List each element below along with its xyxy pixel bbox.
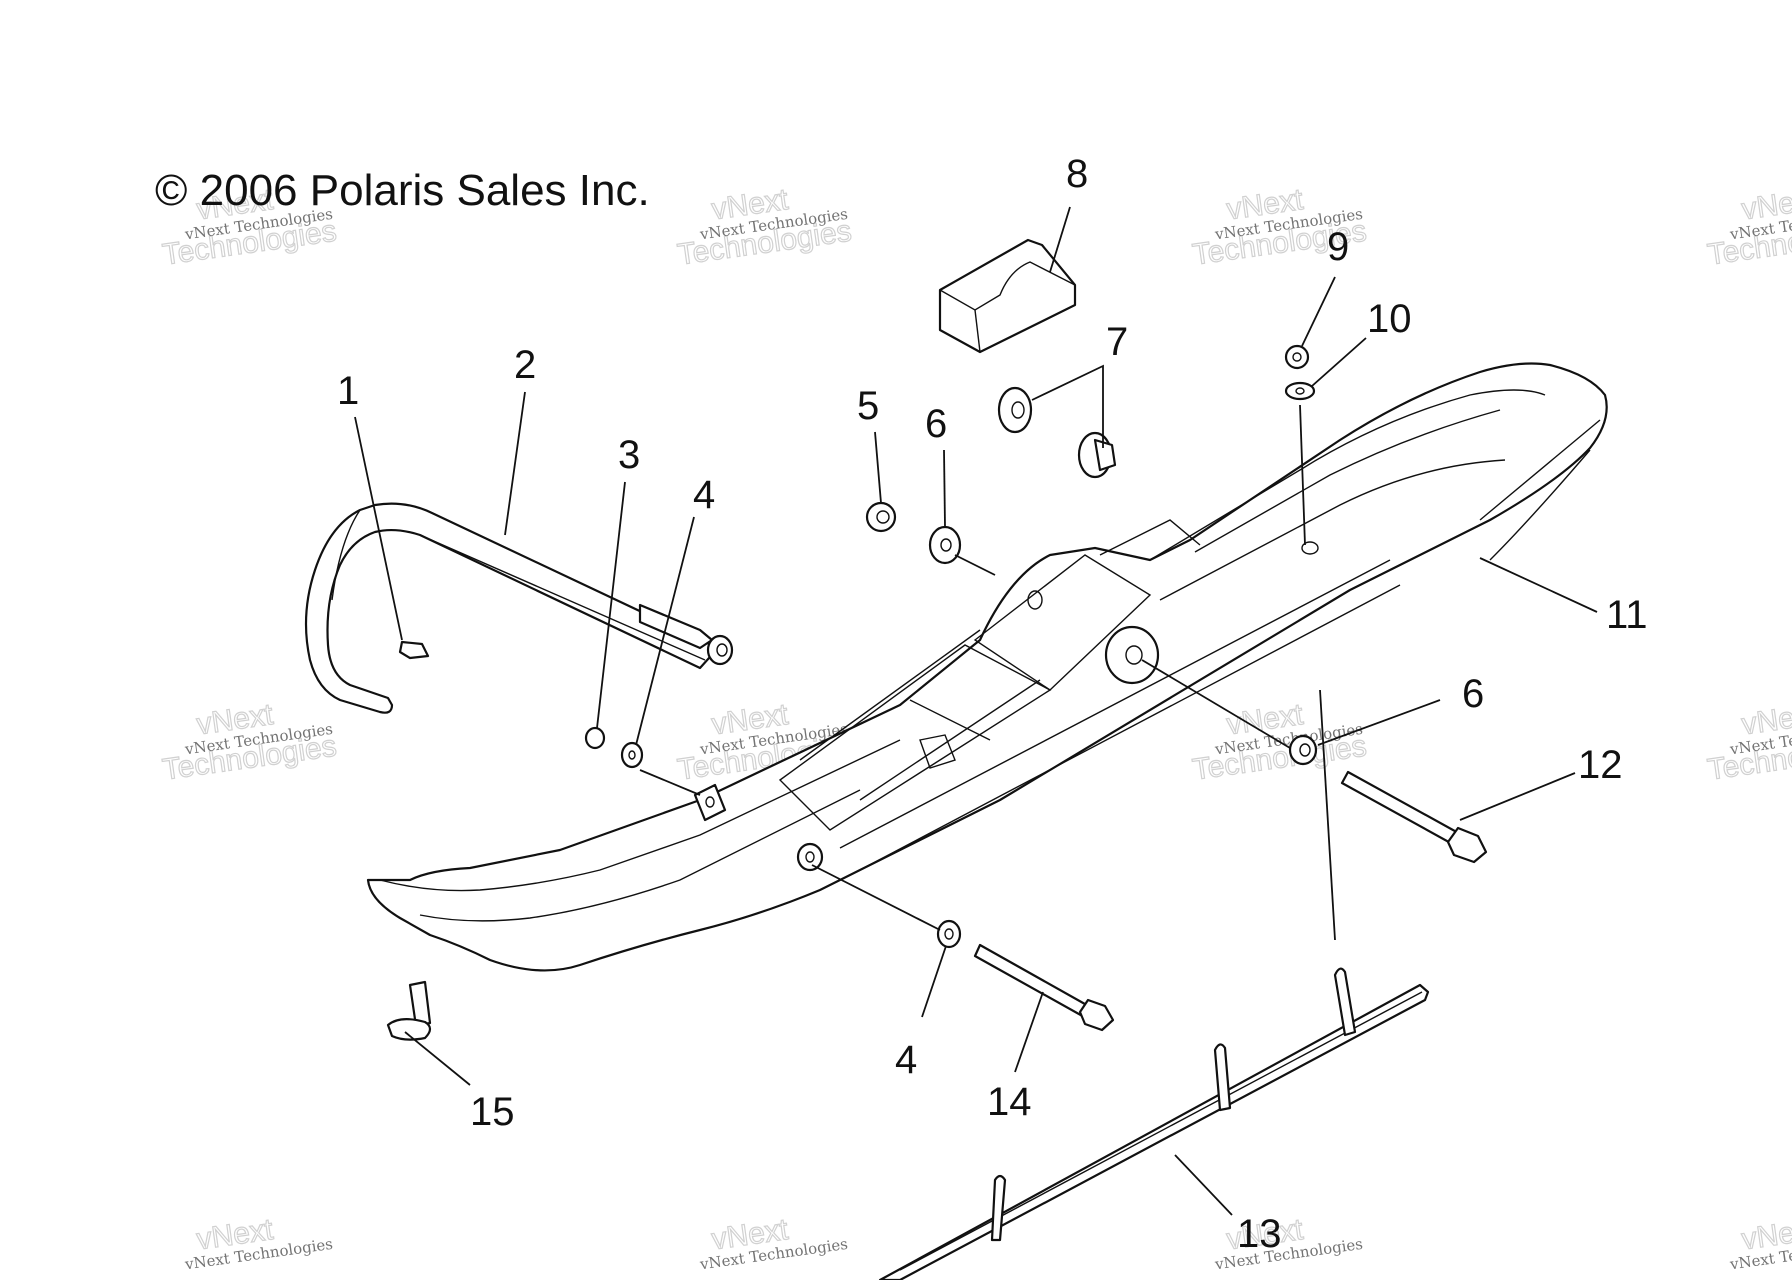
part-nut-small (1284, 344, 1310, 370)
part-bolt-short (973, 943, 1115, 1032)
callout-2: 2 (514, 343, 536, 387)
callout-8: 8 (1066, 152, 1088, 196)
part-washer-lower (936, 919, 962, 949)
callout-4-lower: 4 (895, 1038, 917, 1082)
callout-7: 7 (1106, 320, 1128, 364)
part-washer-left (620, 741, 644, 769)
part-bushings (997, 386, 1117, 479)
ski-loop-handle (304, 502, 734, 714)
callout-labels: 1 2 3 4 5 6 7 8 9 10 11 6 12 4 14 15 13 (337, 152, 1648, 1256)
copyright-text: © 2006 Polaris Sales Inc. (155, 166, 650, 215)
part-washer-upper (928, 525, 962, 565)
part-nut-left (584, 726, 606, 750)
part-saddle-block (938, 238, 1077, 354)
leader-lines (354, 206, 1598, 1216)
callout-14: 14 (987, 1080, 1032, 1124)
callout-12: 12 (1578, 743, 1623, 787)
part-carriage-bolt (386, 980, 432, 1041)
callout-11: 11 (1606, 593, 1648, 637)
ski-body (366, 362, 1608, 972)
callout-6-right: 6 (1462, 672, 1484, 716)
callout-1: 1 (337, 369, 359, 413)
callout-10: 10 (1367, 297, 1412, 341)
callout-13: 13 (1237, 1212, 1282, 1256)
callout-5: 5 (857, 384, 879, 428)
part-spacer-right (1288, 734, 1318, 766)
callout-3: 3 (618, 433, 640, 477)
part-bolt-long (1340, 770, 1488, 864)
callout-9: 9 (1327, 225, 1349, 269)
callout-15: 15 (470, 1090, 515, 1134)
callout-6: 6 (925, 402, 947, 446)
part-clip (398, 640, 430, 660)
part-carbide-runner (878, 967, 1430, 1280)
part-washer-small (1284, 381, 1316, 401)
callout-4: 4 (693, 473, 715, 517)
part-nut (865, 501, 897, 533)
